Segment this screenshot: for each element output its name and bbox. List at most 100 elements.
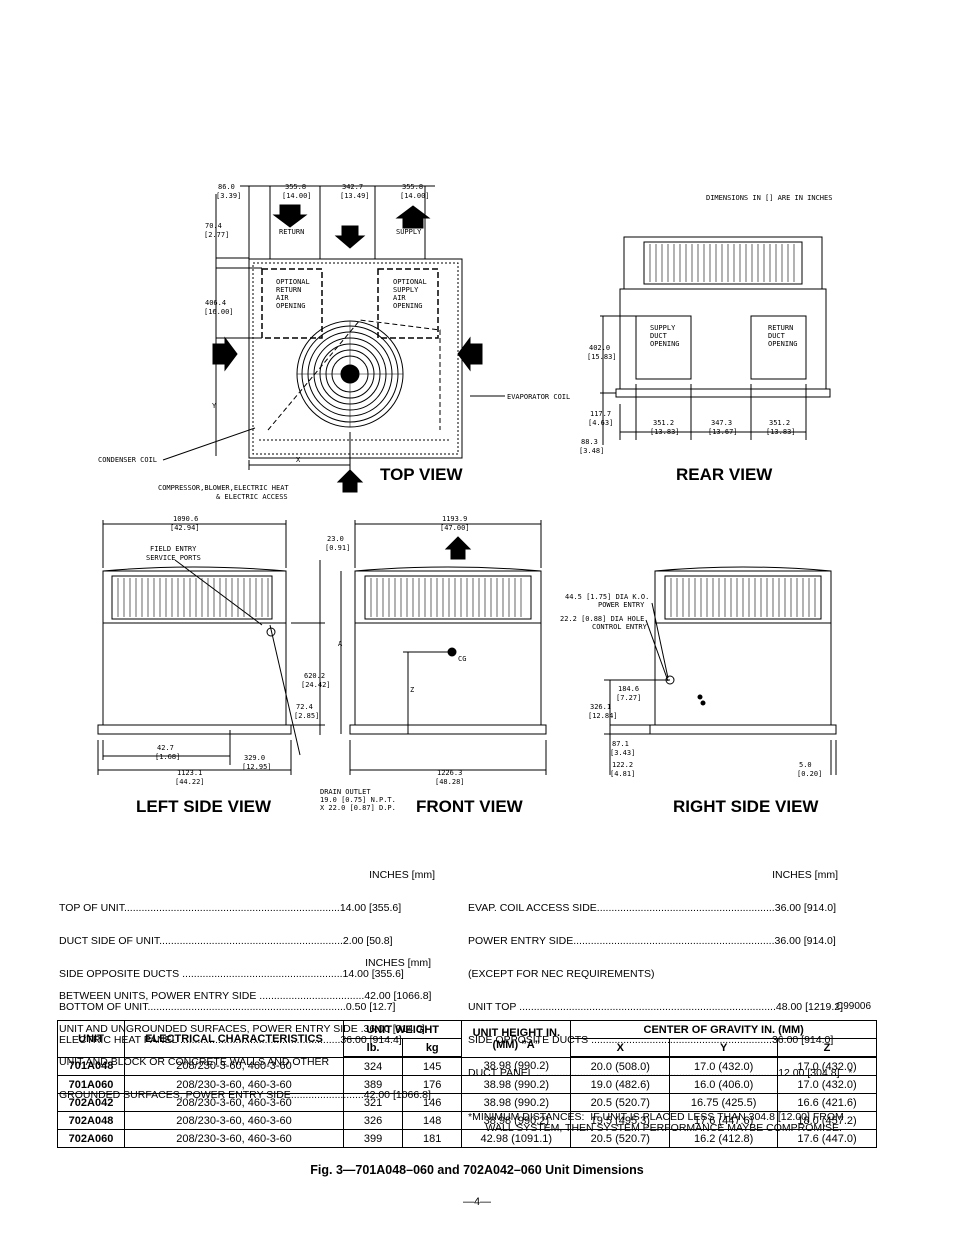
svg-text:[7.27]: [7.27]: [616, 694, 641, 702]
condenser-coil-label: CONDENSER COIL: [98, 456, 157, 464]
svg-text:[13.67]: [13.67]: [708, 428, 738, 436]
cell-y: 16.0 (406.0): [669, 1075, 779, 1094]
svg-text:[14.00]: [14.00]: [282, 192, 312, 200]
svg-text:SERVICE PORTS: SERVICE PORTS: [146, 554, 201, 562]
cell-x: 20.0 (508.0): [570, 1056, 671, 1076]
left-side-view-title: LEFT SIDE VIEW: [136, 797, 272, 816]
top-view-title: TOP VIEW: [380, 465, 463, 484]
front-view: 1193.9 [47.00] 1226.3 [48.28] CG A Z DRA…: [269, 515, 547, 812]
left-side-view: 1090.6 [42.94] 42.7 [1.68] 329.0 [12.95]…: [97, 515, 350, 786]
col-x: X: [570, 1038, 671, 1058]
svg-text:X 22.0 [0.87] D.P.: X 22.0 [0.87] D.P.: [320, 804, 396, 812]
svg-text:22.2 [0.88] DIA HOLE: 22.2 [0.88] DIA HOLE: [560, 615, 644, 623]
front-view-title: FRONT VIEW: [416, 797, 524, 816]
cell-height: 42.98 (1091.1): [461, 1129, 572, 1148]
svg-text:SUPPLY: SUPPLY: [650, 324, 676, 332]
col-electrical: ELECTRICAL CHARACTERISTICS: [124, 1020, 344, 1058]
supply-arrow-icon: [395, 205, 431, 229]
svg-text:[12.84]: [12.84]: [588, 712, 618, 720]
svg-text:[4.81]: [4.81]: [610, 770, 635, 778]
cell-z: 17.6 (447.0): [777, 1129, 877, 1148]
svg-text:[0.20]: [0.20]: [797, 770, 822, 778]
clearance-row: POWER ENTRY SIDE........................…: [468, 935, 836, 947]
svg-text:[4.63]: [4.63]: [588, 419, 613, 427]
clearance-row: BETWEEN UNITS, POWER ENTRY SIDE ........…: [59, 990, 432, 1002]
supply-label: SUPPLY: [396, 228, 422, 236]
svg-text:A: A: [338, 640, 343, 648]
svg-text:CONTROL ENTRY: CONTROL ENTRY: [592, 623, 648, 631]
col-center-of-gravity: CENTER OF GRAVITY IN. (MM): [570, 1020, 877, 1039]
right-arrow-icon: [212, 336, 238, 372]
svg-text:122.2: 122.2: [612, 761, 633, 769]
clearances-right-header: INCHES [mm]: [772, 869, 838, 881]
svg-text:[2.77]: [2.77]: [204, 231, 229, 239]
svg-text:117.7: 117.7: [590, 410, 611, 418]
cell-x: 19.0 (482.6): [570, 1075, 671, 1094]
svg-text:[16.00]: [16.00]: [204, 308, 234, 316]
svg-text:351.2: 351.2: [653, 419, 674, 427]
cell-lb: 326: [342, 1111, 404, 1130]
table-row: 701A060 208/230-3-60, 460-3-60 389 176 3…: [57, 1075, 877, 1094]
left-arrow-icon: [457, 336, 483, 372]
svg-text:AIR: AIR: [276, 294, 289, 302]
cell-elec: 208/230-3-60, 460-3-60: [124, 1111, 344, 1130]
svg-text:[1.68]: [1.68]: [155, 753, 180, 761]
cell-y: 16.75 (425.5): [669, 1093, 779, 1112]
clearance-row: (EXCEPT FOR NEC REQUIREMENTS): [468, 968, 655, 980]
svg-text:23.0: 23.0: [327, 535, 344, 543]
svg-text:OPENING: OPENING: [393, 302, 423, 310]
col-lb: lb.: [342, 1038, 404, 1058]
rear-view: SUPPLY DUCT OPENING RETURN DUCT OPENING …: [579, 236, 831, 455]
svg-text:87.1: 87.1: [612, 740, 629, 748]
cell-kg: 176: [402, 1075, 463, 1094]
cell-kg: 145: [402, 1056, 463, 1076]
svg-text:355.8: 355.8: [402, 183, 423, 191]
svg-text:[2.85]: [2.85]: [294, 712, 319, 720]
figure-caption: Fig. 3—701A048–060 and 702A042–060 Unit …: [310, 1163, 644, 1177]
clearances-left-header: INCHES [mm]: [369, 869, 435, 881]
cell-y: 17.6 (447.6): [669, 1111, 779, 1130]
cell-elec: 208/230-3-60, 460-3-60: [124, 1075, 344, 1094]
cell-elec: 208/230-3-60, 460-3-60: [124, 1129, 344, 1148]
svg-text:X: X: [296, 456, 301, 464]
col-unit: UNIT: [57, 1020, 125, 1058]
clearance-row: TOP OF UNIT.............................…: [59, 902, 402, 914]
svg-text:[0.91]: [0.91]: [325, 544, 350, 552]
cell-z: 18.0 (457.2): [777, 1111, 877, 1130]
cell-unit: 702A042: [57, 1093, 125, 1112]
cell-lb: 324: [342, 1056, 404, 1076]
cell-lb: 321: [342, 1093, 404, 1112]
unit-data-table: UNIT ELECTRICAL CHARACTERISTICS UNIT WEI…: [57, 1020, 877, 1148]
dimensions-note: DIMENSIONS IN [] ARE IN INCHES: [706, 194, 832, 202]
table-row: 702A060 208/230-3-60, 460-3-60 399 181 4…: [57, 1129, 877, 1148]
table-row: 702A042 208/230-3-60, 460-3-60 321 146 3…: [57, 1093, 877, 1112]
cell-lb: 399: [342, 1129, 404, 1148]
cell-lb: 389: [342, 1075, 404, 1094]
svg-text:44.5 [1.75] DIA K.O.: 44.5 [1.75] DIA K.O.: [565, 593, 649, 601]
svg-text:[47.00]: [47.00]: [440, 524, 470, 532]
svg-text:70.4: 70.4: [205, 222, 222, 230]
svg-text:DUCT: DUCT: [650, 332, 668, 340]
svg-text:SUPPLY: SUPPLY: [393, 286, 419, 294]
cell-elec: 208/230-3-60, 460-3-60: [124, 1056, 344, 1076]
col-unit-height: UNIT HEIGHT IN. (MM) ”A”: [461, 1020, 572, 1058]
svg-text:[13.83]: [13.83]: [650, 428, 680, 436]
svg-text:184.6: 184.6: [618, 685, 639, 693]
cell-height: 38.98 (990.2): [461, 1093, 572, 1112]
svg-text:DUCT: DUCT: [768, 332, 786, 340]
svg-text:OPENING: OPENING: [276, 302, 306, 310]
svg-text:88.3: 88.3: [581, 438, 598, 446]
table-row: 701A048 208/230-3-60, 460-3-60 324 145 3…: [57, 1056, 877, 1076]
svg-text:OPENING: OPENING: [650, 340, 680, 348]
svg-text:Y: Y: [212, 402, 217, 410]
svg-text:[48.28]: [48.28]: [435, 778, 465, 786]
svg-text:[24.42]: [24.42]: [301, 681, 331, 689]
col-y: Y: [669, 1038, 779, 1058]
svg-text:620.2: 620.2: [304, 672, 325, 680]
svg-text:POWER ENTRY: POWER ENTRY: [598, 601, 645, 609]
svg-text:OPTIONAL: OPTIONAL: [276, 278, 310, 286]
front-up-arrow-icon: [444, 536, 472, 560]
return-arrow-icon: [272, 204, 308, 228]
svg-text:[12.95]: [12.95]: [242, 763, 272, 771]
clearance-row: EVAP. COIL ACCESS SIDE..................…: [468, 902, 837, 914]
